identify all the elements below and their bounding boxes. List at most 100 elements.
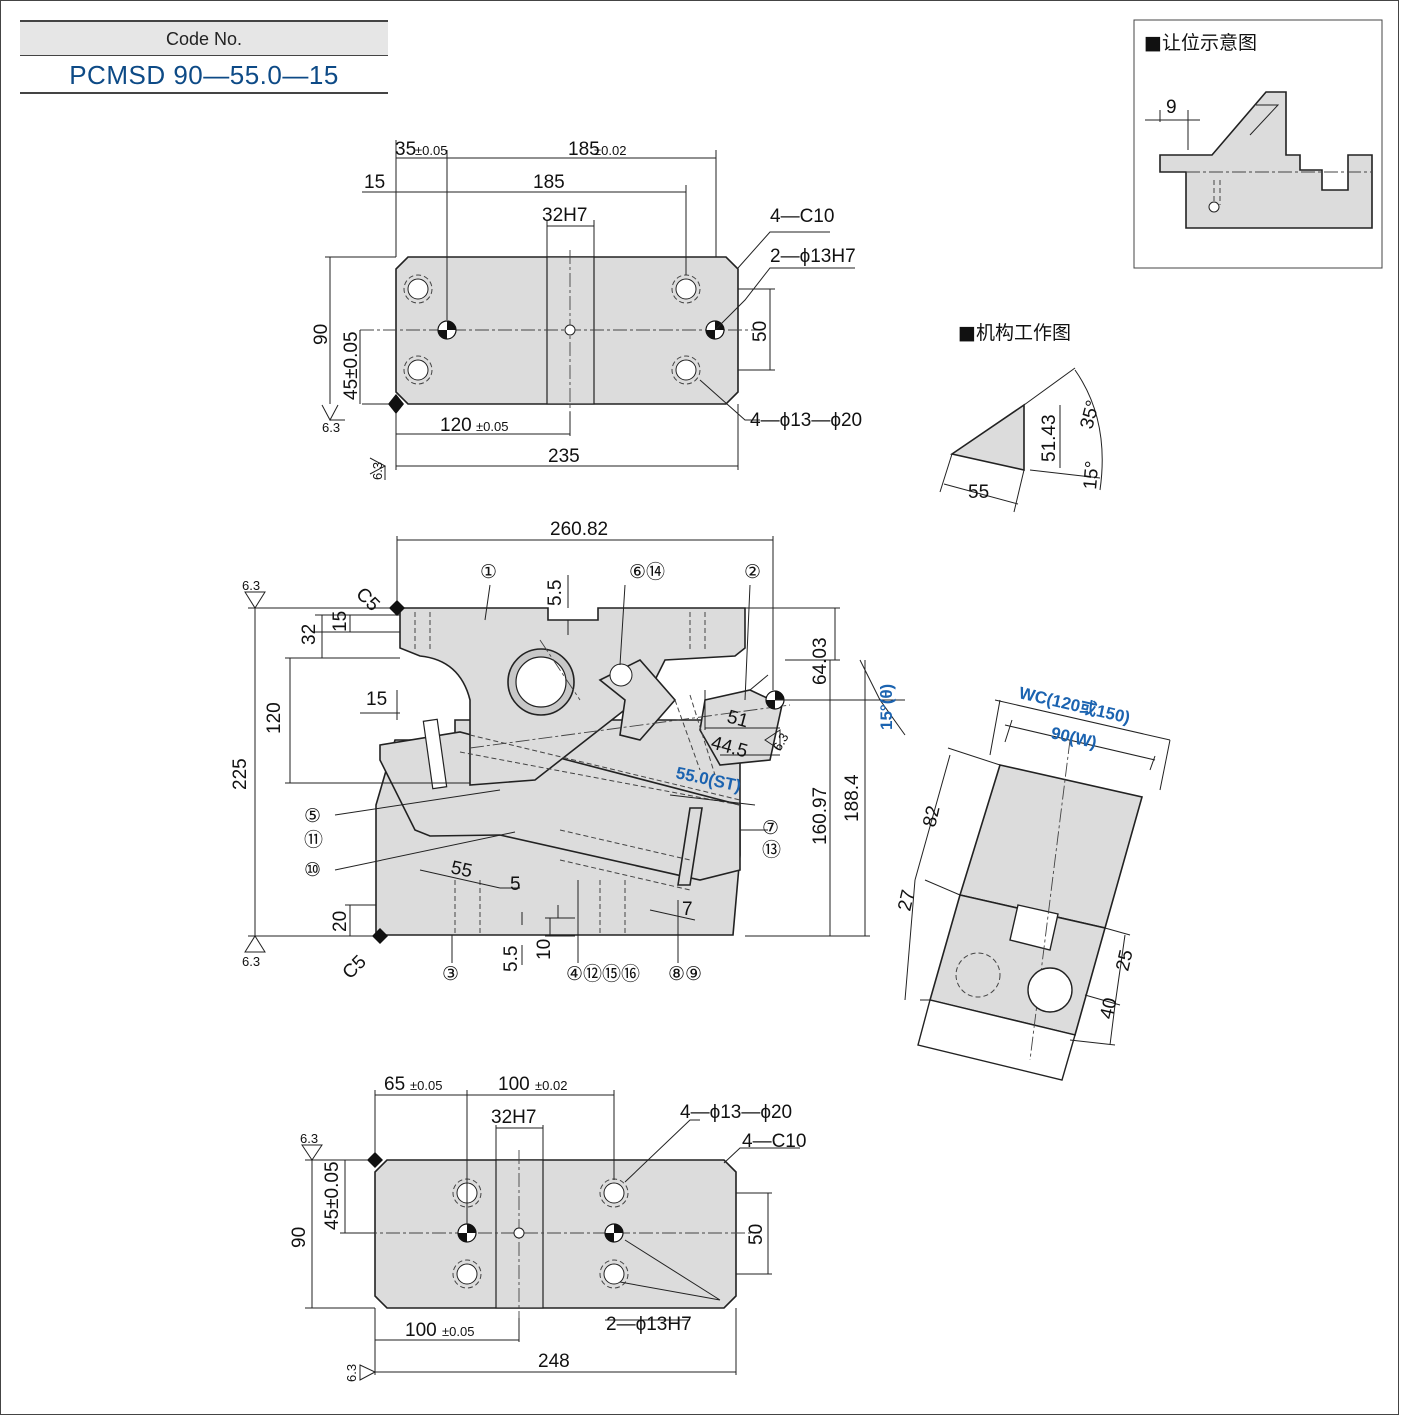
- side-centerlines: [469, 639, 791, 749]
- width-dim-40: 40: [1096, 996, 1121, 1021]
- side-chamfer-mark-top: [389, 600, 405, 616]
- bottom-tol-100: ±0.05: [442, 1324, 474, 1339]
- part-callout-11: ⑪: [304, 829, 323, 851]
- mechanism-dim-lines: [939, 367, 1101, 513]
- top-rough-b: 6.3: [370, 462, 385, 480]
- part-callout-7: ⑦: [762, 817, 779, 839]
- bottom-holes-label: 4—ϕ13—ϕ20: [680, 1102, 792, 1123]
- side-dim-7: 7: [682, 899, 693, 920]
- side-theta: 15°(θ): [877, 684, 896, 730]
- side-chamfer-bottom: C5: [339, 952, 371, 984]
- code-label: Code No.: [20, 20, 388, 56]
- bottom-centerlines: [340, 1150, 760, 1318]
- side-dim-15-v: 15: [330, 611, 351, 632]
- mechanism-d2: 55: [968, 482, 989, 503]
- mechanism-angle-15: 15°: [1080, 460, 1103, 490]
- top-dim-185t: 185: [568, 139, 600, 160]
- side-guide-pin: [677, 807, 703, 886]
- side-dim-55: 55: [449, 857, 474, 882]
- mechanism-d1: 51.43: [1039, 414, 1060, 462]
- part-callout-1: ①: [480, 561, 497, 583]
- bottom-rough-a: 6.3: [300, 1131, 318, 1146]
- bottom-tol-100t: ±0.02: [535, 1078, 567, 1093]
- clearance-inset: ■让位示意图 9: [1133, 19, 1383, 269]
- side-pin: [609, 663, 633, 687]
- side-dim-188: 188.4: [842, 774, 863, 822]
- top-holes: [403, 274, 701, 385]
- bottom-dim-45: 45±0.05: [322, 1161, 343, 1230]
- width-dim-25: 25: [1112, 948, 1137, 973]
- width-hole: [1027, 967, 1073, 1013]
- clearance-title: ■让位示意图: [1144, 32, 1257, 54]
- side-view: 260.82 C5 C5 5.5 32 15 15 120 225 64.03 …: [230, 519, 906, 985]
- bottom-tol-65: ±0.05: [410, 1078, 442, 1093]
- top-dim-32h7: 32H7: [542, 205, 587, 226]
- mechanism-angle-35: 35°: [1077, 398, 1105, 431]
- part-callout-2: ②: [744, 561, 761, 583]
- mechanism-angle-arc: [1074, 369, 1103, 491]
- mechanism-inset: ■机构工作图 51.43 55 35° 15°: [939, 322, 1105, 513]
- bottom-plate: [374, 1159, 737, 1309]
- side-hidden-lines: [414, 612, 741, 935]
- part-callout-3: ③: [442, 963, 459, 985]
- part-callout-8-9: ⑧⑨: [668, 963, 702, 985]
- bottom-dim-248: 248: [538, 1351, 570, 1372]
- code-number-box: Code No. PCMSD 90—55.0—15: [20, 20, 388, 94]
- width-wc: WC(120或150): [1017, 682, 1132, 727]
- bottom-chamfer-mark: [367, 1152, 383, 1168]
- part-callout-10: ⑩: [304, 859, 321, 881]
- top-tol-185: ±0.02: [594, 143, 626, 158]
- side-dim-5: 5: [510, 874, 521, 895]
- mechanism-wedge: [950, 403, 1025, 471]
- mechanism-title: ■机构工作图: [958, 322, 1071, 344]
- bottom-view: 65 ±0.05 100 ±0.02 32H7 4—ϕ13—ϕ20 4—C10 …: [289, 1074, 806, 1382]
- clearance-dim-line: [1145, 110, 1200, 150]
- part-callout-4-16: ④⑫⑮⑯: [566, 963, 640, 985]
- width-w: 90(W): [1049, 723, 1098, 752]
- bottom-dim-100: 100: [405, 1320, 437, 1341]
- width-centerline: [1029, 739, 1071, 1061]
- top-holes-label: 4—ϕ13—ϕ20: [750, 410, 862, 431]
- side-rough-bottom: 6.3: [242, 954, 260, 969]
- width-dim-27: 27: [894, 888, 919, 913]
- bottom-rough-b: 6.3: [344, 1364, 359, 1382]
- top-dim-15: 15: [364, 172, 385, 193]
- top-tol-35: ±0.05: [415, 143, 447, 158]
- width-key: [1009, 904, 1059, 951]
- side-rough-top: 6.3: [242, 578, 260, 593]
- side-rough-marks: [244, 591, 781, 953]
- bottom-dim-100t: 100: [498, 1074, 530, 1095]
- width-hidden-hole: [955, 952, 1001, 998]
- clearance-pin: [1208, 201, 1220, 213]
- top-dim-45: 45±0.05: [341, 331, 362, 400]
- clearance-hidden: [1213, 180, 1221, 205]
- width-dim-82: 82: [919, 804, 944, 829]
- top-tol-120: ±0.05: [476, 419, 508, 434]
- top-dim-50: 50: [750, 321, 771, 342]
- bottom-dimension-lines: [305, 1090, 800, 1375]
- top-rough-a: 6.3: [322, 420, 340, 435]
- bottom-rough-marks: [301, 1144, 377, 1381]
- side-dim-260: 260.82: [550, 519, 608, 540]
- top-hole-13h7: 2—ϕ13H7: [770, 246, 856, 267]
- code-value: PCMSD 90—55.0—15: [20, 57, 388, 94]
- top-dim-235: 235: [548, 446, 580, 467]
- part-callout-6-14: ⑥⑭: [629, 561, 665, 583]
- top-dim-185: 185: [533, 172, 565, 193]
- side-bolt: [422, 718, 448, 790]
- side-dim-20: 20: [330, 911, 351, 932]
- clearance-part: [1159, 91, 1373, 229]
- side-dim-225: 225: [230, 758, 251, 790]
- side-bore-inner: [515, 656, 567, 708]
- bottom-dim-32h7: 32H7: [491, 1107, 536, 1128]
- side-chamfer-top: C5: [351, 584, 383, 616]
- bottom-dim-65: 65: [384, 1074, 405, 1095]
- side-dim-10: 10: [534, 939, 555, 960]
- side-dim-120: 120: [264, 702, 285, 734]
- bottom-hole-13h7: 2—ϕ13H7: [606, 1314, 692, 1335]
- side-dim-15-h: 15: [366, 689, 387, 710]
- side-dim-64: 64.03: [810, 637, 831, 685]
- side-cam: [399, 607, 746, 786]
